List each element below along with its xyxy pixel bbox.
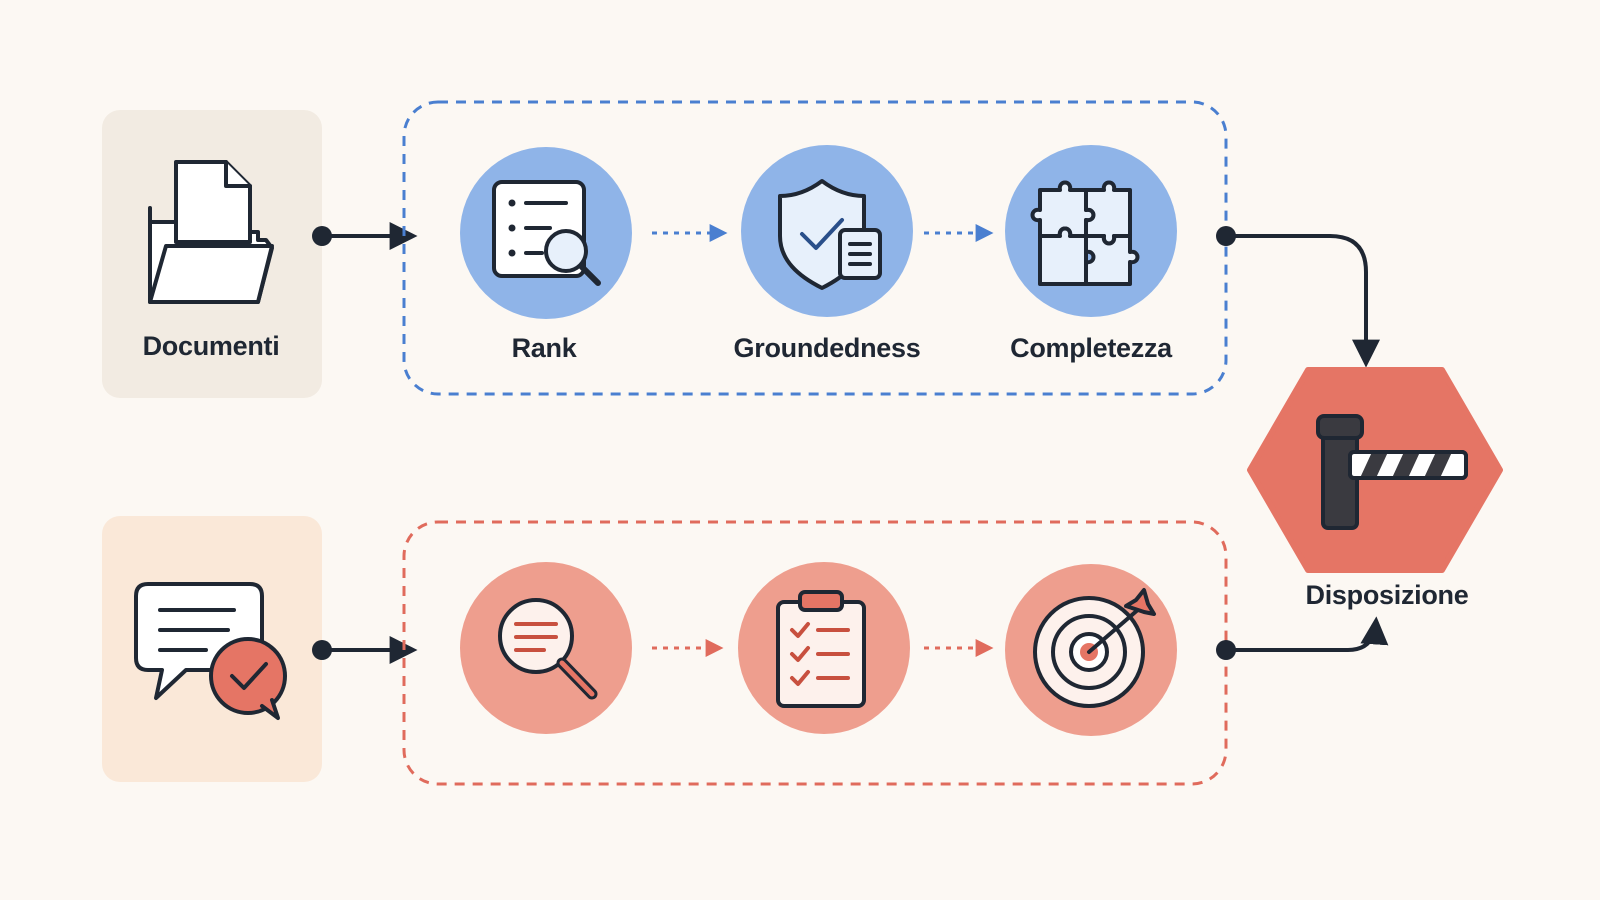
arrow-completeness-to-disposition xyxy=(1226,234,1380,368)
completeness-label: Completezza xyxy=(1010,333,1172,363)
chat-check-icon xyxy=(134,582,287,720)
documents-label: Documenti xyxy=(142,331,280,361)
disposition-label: Disposizione xyxy=(1305,580,1469,610)
puzzle-icon xyxy=(1030,180,1140,286)
target-arrow-icon xyxy=(1033,588,1156,708)
rank-label: Rank xyxy=(511,333,577,363)
groundedness-label: Groundedness xyxy=(733,333,921,363)
folder-document-icon xyxy=(148,160,274,304)
magnifier-text-icon xyxy=(498,598,598,700)
ranked-list-search-icon xyxy=(492,180,601,286)
barrier-gate-icon xyxy=(1316,414,1468,530)
clipboard-checklist-icon xyxy=(776,590,866,708)
evaluation-group-blue xyxy=(402,100,1228,396)
shield-check-document-icon xyxy=(778,179,882,290)
arrow-target-to-disposition xyxy=(1226,616,1389,652)
